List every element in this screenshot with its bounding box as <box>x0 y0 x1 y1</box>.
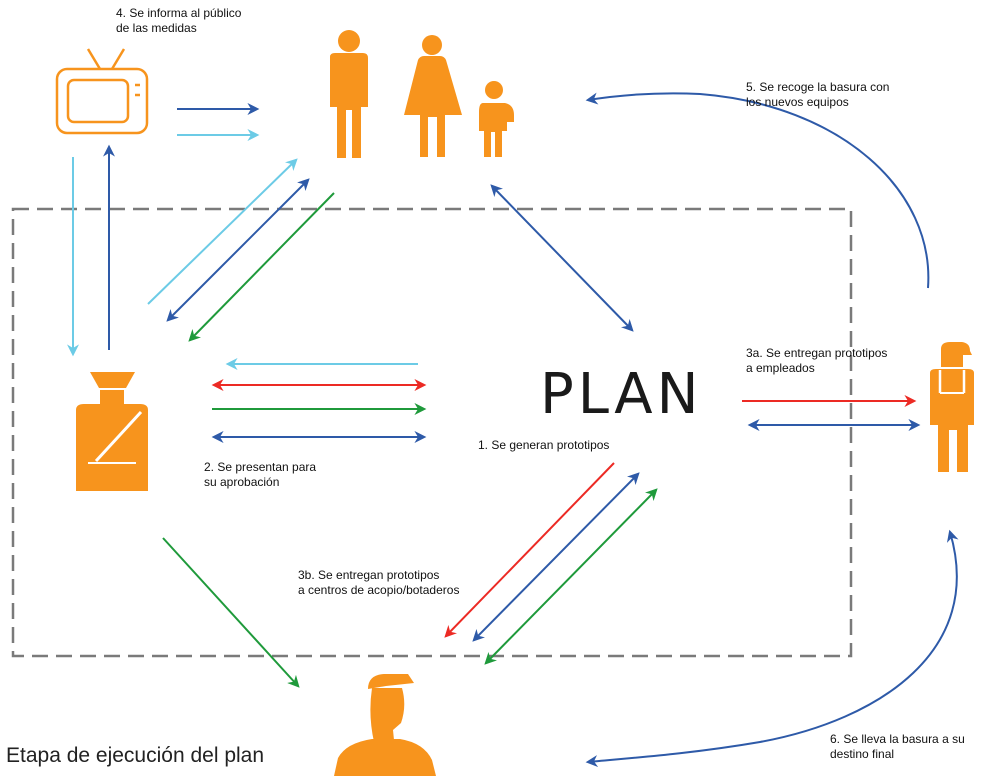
family-icon <box>330 30 514 158</box>
official-icon <box>76 372 148 491</box>
worker-icon <box>930 342 974 472</box>
arrow-family-official-green <box>188 192 335 342</box>
arrow-plan-collector-red <box>444 462 615 638</box>
arrow-official-collector <box>162 537 300 688</box>
diagram-title: Etapa de ejecución del plan <box>6 744 265 767</box>
step-4-label: 4. Se informa al público de las medidas <box>116 6 242 35</box>
step-3b-label: 3b. Se entregan prototipos a centros de … <box>298 568 460 597</box>
arrow-plan-collector-dark <box>472 472 640 642</box>
step-1-label: 1. Se generan prototipos <box>478 438 610 452</box>
arrow-worker-collector <box>585 529 959 768</box>
step-5-label: 5. Se recoge la basura con los nuevos eq… <box>746 80 890 109</box>
step-2-label: 2. Se presentan para su aprobación <box>204 460 317 489</box>
plan-label: PLAN <box>540 362 703 427</box>
arrow-official-family-light <box>147 158 298 305</box>
dashed-boundary <box>11 207 853 658</box>
collector-icon <box>334 674 436 776</box>
tv-icon <box>55 48 149 135</box>
arrow-worker-family <box>585 92 930 289</box>
arrow-collector-plan-green <box>484 488 658 665</box>
step-6-label: 6. Se lleva la basura a su destino final <box>830 732 965 761</box>
arrow-plan-family <box>490 184 634 332</box>
arrow-official-family-dark <box>166 178 310 322</box>
step-3a-label: 3a. Se entregan prototipos a empleados <box>746 346 888 375</box>
